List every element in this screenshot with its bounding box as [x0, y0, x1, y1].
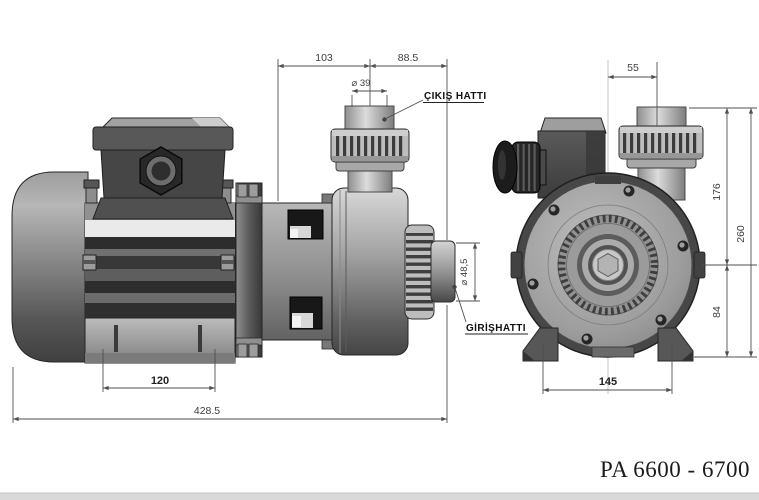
dim-outlet-diameter-value: ⌀ 39 — [352, 78, 371, 89]
outlet-union-nut-front — [618, 125, 704, 160]
dim-176-value: 176 — [711, 183, 723, 201]
mounting-foot-left — [522, 327, 559, 362]
cable-gland-front — [492, 140, 547, 194]
motor-flange — [235, 182, 263, 358]
casing-tab-top — [595, 176, 621, 184]
inlet-port-side — [404, 224, 456, 320]
dim-84: 84 — [694, 265, 757, 358]
cable-gland-side — [139, 146, 183, 196]
pump-volute-side — [331, 187, 409, 356]
motor-top-stud-left — [83, 179, 100, 204]
dim-145-value: 145 — [599, 376, 617, 388]
outlet-line-label: ÇIKIŞ HATTI — [424, 91, 487, 102]
dimensions-front-view: 55 176 84 260 145 — [542, 62, 757, 394]
outlet-pipe — [344, 105, 395, 133]
dim-428-5: 428.5 — [12, 305, 448, 423]
face-bolt — [655, 314, 667, 326]
dim-120: 120 — [102, 349, 216, 392]
terminal-box-side — [92, 117, 234, 220]
mounting-foot-right — [657, 327, 694, 362]
face-bolt — [548, 204, 560, 216]
dim-176: 176 — [689, 107, 757, 266]
bracket-window-upper — [287, 209, 324, 240]
dim-inlet-diameter-value: ⌀ 48,5 — [459, 259, 470, 286]
dim-103: 103 — [277, 52, 371, 201]
tie-rod-bolt-left — [82, 254, 97, 271]
dim-120-value: 120 — [151, 375, 169, 387]
page-bottom-edge — [0, 493, 759, 500]
dim-145: 145 — [542, 344, 673, 394]
dim-88-5: 88.5 — [370, 52, 448, 240]
inlet-line-label: GİRİŞHATTI — [466, 321, 526, 334]
dim-inlet-diameter: ⌀ 48,5 — [456, 242, 480, 302]
outlet-port-side — [330, 105, 410, 193]
pump-bracket — [261, 193, 335, 350]
inlet-line-callout: GİRİŞHATTI — [452, 284, 528, 335]
dim-55-value: 55 — [627, 62, 639, 74]
inlet-pipe-face — [430, 240, 456, 303]
motor-foot — [84, 317, 236, 364]
drawing-title: PA 6600 - 6700 — [600, 457, 750, 482]
dimensions-side-view: 103 88.5 ⌀ 39 ÇIKIŞ HATTI ⌀ 48,5 — [12, 52, 528, 423]
pump-front-body — [510, 172, 706, 362]
motor-end-cap — [11, 171, 89, 363]
face-bolt — [527, 278, 539, 290]
casing-tab-left — [510, 251, 523, 279]
tie-rod-bolt-right — [220, 254, 235, 271]
shaft-hex-nut — [597, 252, 619, 278]
inlet-union-nut-side — [404, 224, 435, 320]
casing-tab-bottom — [591, 346, 635, 358]
face-bolt — [581, 333, 593, 345]
dim-84-value: 84 — [711, 306, 723, 318]
dim-260: 260 — [735, 108, 754, 357]
outlet-union-nut-side — [330, 128, 410, 163]
flange-bolts-top — [235, 183, 263, 204]
face-bolts — [527, 185, 689, 345]
dim-outlet-diameter: ⌀ 39 — [352, 78, 388, 107]
dim-103-value: 103 — [315, 52, 333, 64]
pump-face-rings — [547, 204, 669, 326]
dim-55: 55 — [608, 62, 658, 126]
dim-88-5-value: 88.5 — [398, 52, 419, 64]
side-view — [11, 105, 456, 364]
dim-260-value: 260 — [735, 225, 747, 243]
front-view — [492, 60, 706, 394]
dim-428-5-value: 428.5 — [194, 405, 220, 417]
face-bolt — [623, 185, 635, 197]
face-bolt — [677, 240, 689, 252]
terminal-box-front — [492, 117, 607, 199]
bracket-window-lower — [289, 296, 323, 330]
flange-bolts-bottom — [235, 337, 263, 358]
outlet-line-callout: ÇIKIŞ HATTI — [382, 91, 486, 122]
